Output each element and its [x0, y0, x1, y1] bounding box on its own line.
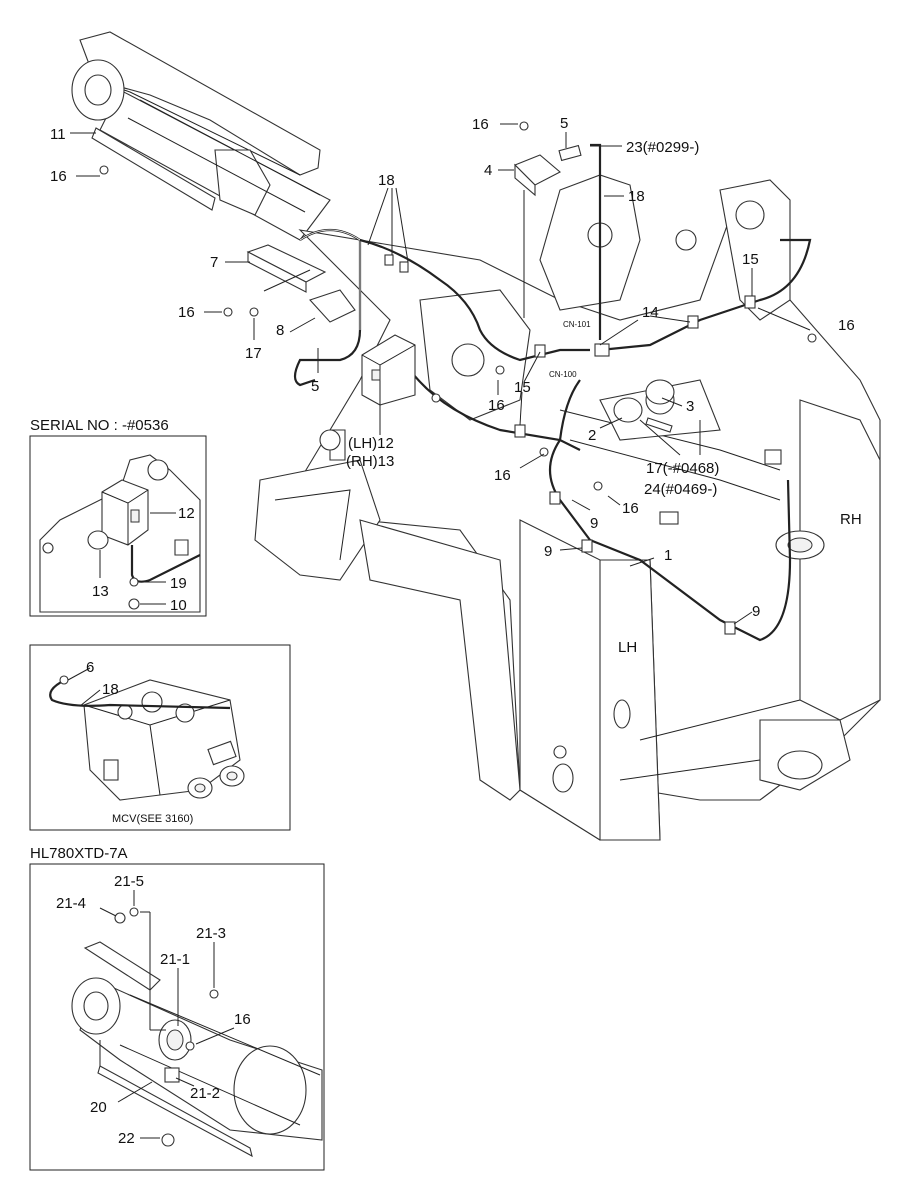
callout-17: 17(-#0468) — [646, 460, 719, 477]
callout-8: 8 — [276, 322, 284, 339]
callout-2: 2 — [588, 427, 596, 444]
callout-5: 5 — [311, 378, 319, 395]
inset-model: HL780XTD-7A 21-5 — [29, 845, 325, 1171]
callout-9: 9 — [752, 603, 760, 620]
side-label-rh: RH — [840, 511, 862, 528]
side-label-lh: LH — [618, 639, 637, 656]
inset-model-callout-20: 20 — [90, 1099, 107, 1116]
callout-4: 4 — [484, 162, 492, 179]
callout-15: 15 — [514, 379, 531, 396]
callout-16: 16 — [472, 116, 489, 133]
callout-11: 11 — [50, 126, 66, 143]
callout-18: 18 — [378, 172, 395, 189]
inset-model-callout-21-3: 21-3 — [196, 925, 226, 942]
callout-9: 9 — [544, 543, 552, 560]
connector-label-cn100: CN-100 — [549, 370, 577, 379]
inset-model-callout-21-4: 21-4 — [56, 895, 86, 912]
inset-serial: SERIAL NO : -#0536 12 13 19 10 — [29, 417, 207, 617]
inset-model-callout-16: 16 — [234, 1011, 251, 1028]
inset-serial-title: SERIAL NO : -#0536 — [30, 417, 169, 434]
callout-15: 15 — [742, 251, 759, 268]
callout-16: 16 — [178, 304, 195, 321]
inset-serial-callout-13: 13 — [92, 583, 109, 600]
inset-mcv-callout-6: 6 — [86, 659, 94, 676]
callout-7: 7 — [210, 254, 218, 271]
callout-16: 16 — [50, 168, 67, 185]
brackets-and-parts — [99, 121, 817, 491]
callout-12: (LH)12 — [348, 435, 394, 452]
callout-24: 24(#0469-) — [644, 481, 717, 498]
inset-model-callout-21-5: 21-5 — [114, 873, 144, 890]
inset-mcv: 6 18 MCV(SEE 3160) — [29, 644, 291, 831]
callout-16: 16 — [488, 397, 505, 414]
callout-13: (RH)13 — [346, 453, 394, 470]
inset-model-callout-21-1: 21-1 — [160, 951, 190, 968]
inset-mcv-caption: MCV(SEE 3160) — [112, 813, 193, 825]
boom-arm — [71, 31, 331, 241]
hydraulic-hoses — [293, 143, 812, 642]
callout-16: 16 — [838, 317, 855, 334]
connector-label-cn101: CN-101 — [563, 320, 591, 329]
callout-9: 9 — [590, 515, 598, 532]
callout-14: 14 — [642, 304, 659, 321]
leader-lines — [70, 123, 811, 625]
callout-17: 17 — [245, 345, 262, 362]
inset-mcv-callout-18: 18 — [102, 681, 119, 698]
inset-serial-callout-12: 12 — [178, 505, 195, 522]
main-callouts: 11 16 7 16 8 17 5 18 (LH)12 (RH)13 16 5 … — [50, 115, 862, 656]
inset-serial-callout-10: 10 — [170, 597, 187, 614]
callout-3: 3 — [686, 398, 694, 415]
inset-model-title: HL780XTD-7A — [30, 845, 128, 862]
callout-5: 5 — [560, 115, 568, 132]
callout-16: 16 — [494, 467, 511, 484]
callout-16: 16 — [622, 500, 639, 517]
callout-18: 18 — [628, 188, 645, 205]
front-frame — [254, 174, 881, 841]
callout-23: 23(#0299-) — [626, 139, 699, 156]
inset-model-callout-22: 22 — [118, 1130, 135, 1147]
inset-serial-callout-19: 19 — [170, 575, 187, 592]
inset-model-callout-21-2: 21-2 — [190, 1085, 220, 1102]
callout-1: 1 — [664, 547, 672, 564]
